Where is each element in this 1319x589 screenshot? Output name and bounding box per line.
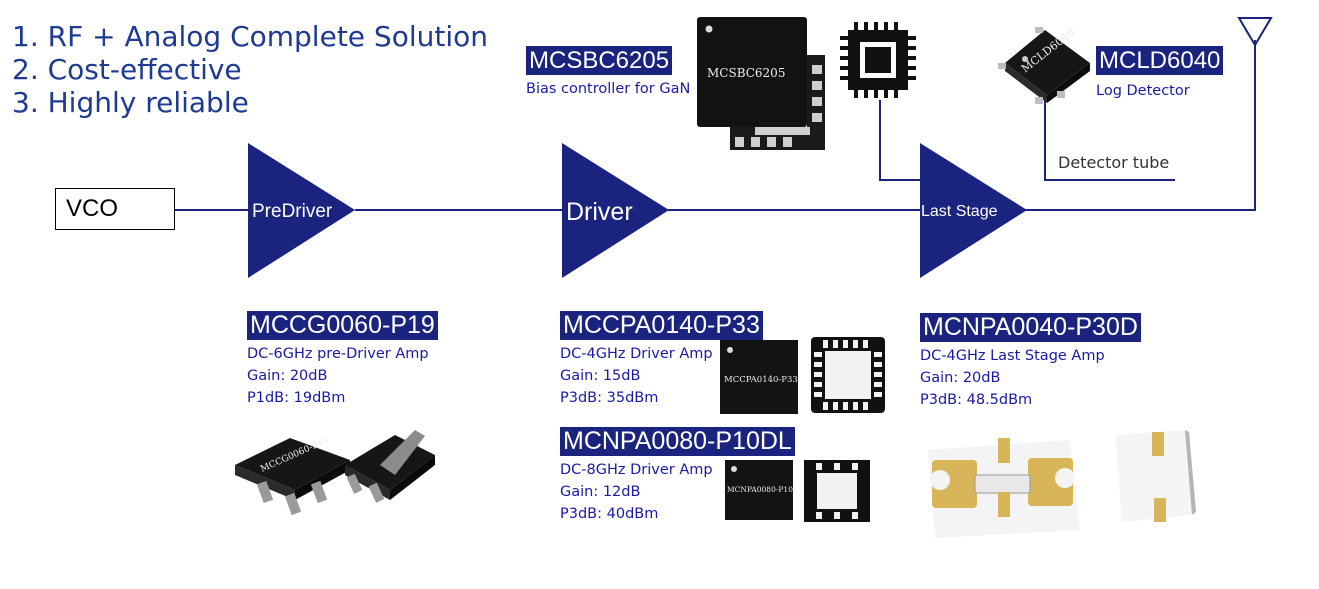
mccpa0140-chip-image: MCCPA0140-P33 [720, 340, 798, 414]
part-name-mcnpa0040: MCNPA0040-P30D [920, 313, 1141, 342]
mccpa-chip-marking: MCCPA0140-P33 [724, 375, 798, 385]
predriver-triangle [248, 143, 355, 278]
mccg0060-chip-image: MCCG0060-P19 [235, 430, 435, 515]
intro-list: 1. RF + Analog Complete Solution 2. Cost… [12, 20, 488, 119]
driver-label: Driver [566, 198, 633, 226]
desc-line: P1dB: 19dBm [247, 390, 346, 406]
driver-triangle [562, 143, 669, 278]
desc-line: DC-6GHz pre-Driver Amp [247, 346, 429, 362]
mcnpa0040-package-image [1115, 430, 1196, 522]
part-desc-mcnpa0040: DC-4GHz Last Stage Amp Gain: 20dB P3dB: … [920, 345, 1105, 411]
mcnpa0080-chip-bottom-image [804, 460, 870, 522]
desc-line: Gain: 20dB [247, 368, 328, 384]
desc-line: Gain: 15dB [560, 368, 641, 384]
desc-line: Gain: 12dB [560, 484, 641, 500]
part-desc-mccg0060: DC-6GHz pre-Driver Amp Gain: 20dB P1dB: … [247, 343, 429, 409]
last-stage-label: Last Stage [921, 203, 998, 220]
part-name-mcnpa0080: MCNPA0080-P10DL [560, 427, 795, 456]
intro-item: 1. RF + Analog Complete Solution [12, 20, 488, 53]
last-stage-triangle [920, 143, 1027, 278]
antenna-icon [1237, 17, 1273, 47]
mcnpa0040-flange-image [928, 438, 1080, 538]
part-desc-mcld6040: Log Detector [1096, 83, 1190, 99]
intro-item: 3. Highly reliable [12, 86, 249, 119]
desc-line: P3dB: 35dBm [560, 390, 659, 406]
desc-line: P3dB: 48.5dBm [920, 392, 1033, 408]
part-name-mccg0060: MCCG0060-P19 [247, 311, 438, 340]
part-desc-mcnpa0080: DC-8GHz Driver Amp Gain: 12dB P3dB: 40dB… [560, 459, 713, 525]
desc-line: DC-4GHz Driver Amp [560, 346, 713, 362]
desc-line: P3dB: 40dBm [560, 506, 659, 522]
mcsbc-chip-marking: MCSBC6205 [707, 66, 785, 80]
vco-box: VCO [55, 188, 175, 230]
predriver-label: PreDriver [252, 201, 333, 222]
mcsbc6205-chip-image: MCSBC6205 [697, 17, 825, 150]
part-desc-mccpa0140: DC-4GHz Driver Amp Gain: 15dB P3dB: 35dB… [560, 343, 713, 409]
intro-item: 2. Cost-effective [12, 53, 242, 86]
qfn-chip-top-icon [840, 22, 916, 98]
mcnpa80-chip-marking: MCNPA0080-P10D [727, 485, 795, 494]
part-name-mcld6040: MCLD6040 [1096, 46, 1224, 75]
mcld6040-chip-image: MCLD6040 [998, 26, 1090, 104]
desc-line: Gain: 20dB [920, 370, 1001, 386]
part-name-mccpa0140: MCCPA0140-P33 [560, 311, 763, 340]
mcnpa0080-chip-image: MCNPA0080-P10D [725, 460, 795, 520]
detector-tube-label: Detector tube [1058, 153, 1170, 172]
desc-line: DC-8GHz Driver Amp [560, 462, 713, 478]
part-name-mcsbc6205: MCSBC6205 [526, 46, 673, 75]
part-desc-mcsbc6205: Bias controller for GaN [526, 81, 691, 97]
mccpa0140-chip-bottom-image [811, 337, 885, 413]
desc-line: DC-4GHz Last Stage Amp [920, 348, 1105, 364]
